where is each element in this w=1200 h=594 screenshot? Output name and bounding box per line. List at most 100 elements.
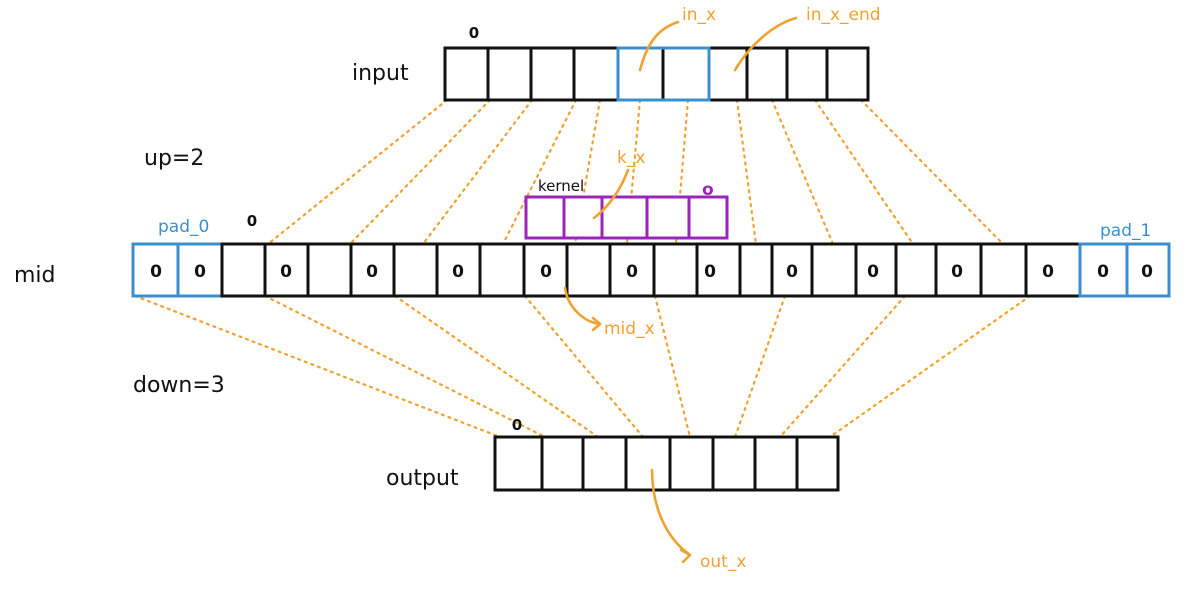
output-cell xyxy=(493,435,544,492)
zero-value: 0 xyxy=(150,262,162,282)
zero-value: 0 xyxy=(626,262,638,282)
output-cell xyxy=(795,435,840,492)
zero-value: 0 xyxy=(1042,262,1054,282)
output-cell xyxy=(624,435,672,492)
mid-origin-marker: 0 xyxy=(247,212,257,230)
map-line xyxy=(859,98,1005,246)
output-cell xyxy=(711,435,757,492)
map-line xyxy=(348,98,492,246)
input-cell xyxy=(825,46,870,102)
input-origin-marker: 0 xyxy=(469,24,479,42)
in-x-end-label: in_x_end xyxy=(806,5,881,25)
zero-value: 0 xyxy=(194,262,206,282)
map-line xyxy=(735,98,758,246)
k-x-arrow xyxy=(592,168,630,220)
map-line xyxy=(501,98,578,246)
kernel-cell xyxy=(645,195,691,240)
out-x-arrowhead xyxy=(679,548,692,564)
mid-cell xyxy=(738,242,774,298)
kernel-label: kernel xyxy=(538,177,584,195)
mid-cell xyxy=(306,242,353,298)
map-line xyxy=(393,294,600,439)
mid-cell xyxy=(565,242,612,298)
mid-cell xyxy=(894,242,938,298)
mid-x-label: mid_x xyxy=(604,319,655,339)
mid-cell xyxy=(220,242,267,298)
zero-value: 0 xyxy=(704,262,716,282)
output-cell xyxy=(753,435,799,492)
out-x-label: out_x xyxy=(700,552,746,572)
map-line xyxy=(133,294,502,439)
in-x-end-arrow xyxy=(733,16,798,72)
map-line xyxy=(770,98,835,246)
output-origin-marker: 0 xyxy=(512,416,522,434)
zero-value: 0 xyxy=(452,262,464,282)
map-line xyxy=(266,98,449,246)
input-window-highlight xyxy=(616,46,711,102)
pad0-cell xyxy=(176,242,224,298)
zero-value: 0 xyxy=(867,262,879,282)
map-line xyxy=(733,294,787,439)
mid-cell xyxy=(979,242,1028,298)
map-line xyxy=(778,294,907,439)
input-cell xyxy=(529,46,576,102)
mid-cell xyxy=(349,242,396,298)
input-cell xyxy=(572,46,620,102)
pad1-cell xyxy=(1125,242,1171,298)
map-line xyxy=(421,98,534,246)
pad0-label: pad_0 xyxy=(158,217,209,237)
mid-cell xyxy=(854,242,898,298)
input-row xyxy=(443,46,870,102)
mid-cell xyxy=(1024,242,1082,298)
input-cell xyxy=(616,46,665,102)
map-line xyxy=(523,294,645,439)
map-line xyxy=(813,98,915,246)
up-factor-label: up=2 xyxy=(144,146,204,171)
mid-cell xyxy=(392,242,439,298)
mid-cell xyxy=(652,242,699,298)
input-cell xyxy=(443,46,490,102)
mid-cell xyxy=(478,242,526,298)
mid-cell xyxy=(934,242,983,298)
kernel-origin-marker: o xyxy=(702,180,714,200)
mid-x-arrowhead xyxy=(591,316,602,332)
zero-value: 0 xyxy=(366,262,378,282)
output-label: output xyxy=(386,466,459,491)
mid-to-output-lines xyxy=(133,294,1032,439)
input-cell xyxy=(745,46,789,102)
kernel-cell xyxy=(687,195,729,240)
input-cell xyxy=(785,46,829,102)
mid-cell xyxy=(770,242,814,298)
mid-label: mid xyxy=(14,263,56,288)
mid-cell xyxy=(810,242,858,298)
zero-value: 0 xyxy=(786,262,798,282)
out-x-arrow xyxy=(650,468,692,557)
k-x-label: k_x xyxy=(617,148,645,168)
kernel-cell xyxy=(524,195,566,240)
mid-row xyxy=(131,242,1171,298)
output-row xyxy=(493,435,840,492)
kernel-row xyxy=(524,195,729,240)
mid-x-arrow xyxy=(563,286,602,326)
zero-value: 0 xyxy=(540,262,552,282)
zero-value: 0 xyxy=(951,262,963,282)
input-label: input xyxy=(352,61,409,86)
map-line xyxy=(263,294,547,439)
output-cell xyxy=(540,435,585,492)
input-cell xyxy=(707,46,749,102)
zero-value: 0 xyxy=(1141,262,1153,282)
output-cell xyxy=(668,435,715,492)
output-cell xyxy=(581,435,628,492)
in-x-arrow xyxy=(638,20,680,72)
down-factor-label: down=3 xyxy=(133,373,225,398)
zero-value: 0 xyxy=(1097,262,1109,282)
mid-cell xyxy=(695,242,742,298)
in-x-label: in_x xyxy=(682,5,716,25)
map-line xyxy=(653,294,692,439)
mid-zeros: 0 0 0 0 0 0 0 0 0 0 0 0 0 0 xyxy=(150,262,1153,282)
map-line xyxy=(828,294,1032,439)
pad1-label: pad_1 xyxy=(1100,221,1151,241)
input-cell xyxy=(486,46,533,102)
input-cell xyxy=(661,46,711,102)
